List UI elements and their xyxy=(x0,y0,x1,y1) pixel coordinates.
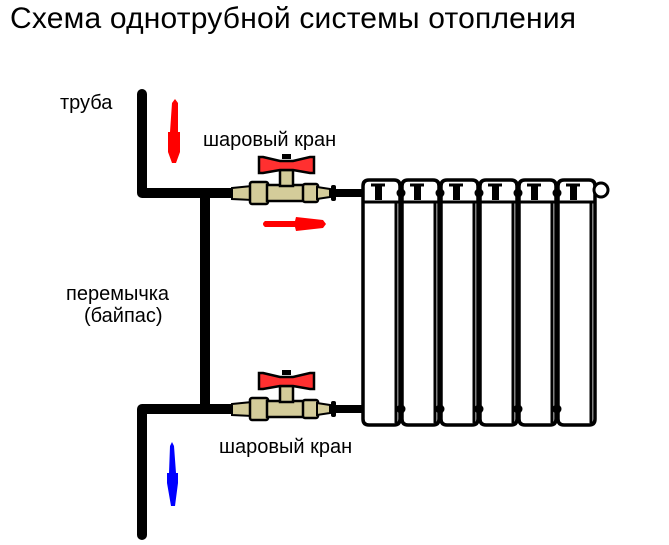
cold-flow-arrow-down xyxy=(167,442,178,506)
radiator-nipple xyxy=(435,188,445,198)
radiator-plug xyxy=(592,181,610,199)
bottom-valve-label: шаровый кран xyxy=(219,436,353,458)
hot-flow-arrow-down xyxy=(168,99,180,163)
valve-stem xyxy=(278,384,295,404)
radiator-nipple xyxy=(396,404,406,414)
valve-nut-right xyxy=(301,398,320,420)
valve-handle-cap xyxy=(282,154,291,159)
radiator xyxy=(361,178,597,427)
valve-nut-right xyxy=(301,182,320,204)
return-pipe xyxy=(137,404,243,540)
radiator-nipple xyxy=(513,188,523,198)
valve-ring xyxy=(331,185,336,201)
radiator-nipple xyxy=(474,188,484,198)
bypass-label: перемычка xyxy=(66,283,170,305)
radiator-nipple xyxy=(474,404,484,414)
valve-handle xyxy=(257,371,316,391)
valve-outlet xyxy=(316,185,331,201)
radiator-nipple xyxy=(513,404,523,414)
valve-body xyxy=(265,183,307,203)
valve-nut-left xyxy=(248,396,270,422)
valve-nut-left xyxy=(248,180,270,206)
valve-body xyxy=(265,399,307,419)
radiator-section xyxy=(478,178,519,427)
valve-ring xyxy=(331,401,336,417)
radiator-section xyxy=(400,178,441,427)
radiator-section xyxy=(361,178,402,427)
valve-outlet xyxy=(316,401,331,417)
bottom-ball-valve xyxy=(231,370,336,422)
top-ball-valve xyxy=(231,154,336,206)
radiator-nipple xyxy=(552,404,562,414)
radiator-nipple xyxy=(435,404,445,414)
top-valve-label: шаровый кран xyxy=(203,129,337,151)
pipe-label: труба xyxy=(60,92,113,114)
hot-flow-arrow-right xyxy=(263,217,326,231)
valve-handle xyxy=(257,155,316,175)
radiator-section xyxy=(517,178,558,427)
radiator-nipple xyxy=(396,188,406,198)
radiator-section xyxy=(439,178,480,427)
supply-pipe xyxy=(137,89,243,198)
radiator-section xyxy=(556,178,597,427)
radiator-nipple xyxy=(552,188,562,198)
diagram-title: Схема однотрубной системы отопления xyxy=(10,2,577,35)
bypass-label-sub: (байпас) xyxy=(84,305,163,327)
valve-handle-cap xyxy=(282,370,291,375)
valve-stem xyxy=(278,168,295,188)
